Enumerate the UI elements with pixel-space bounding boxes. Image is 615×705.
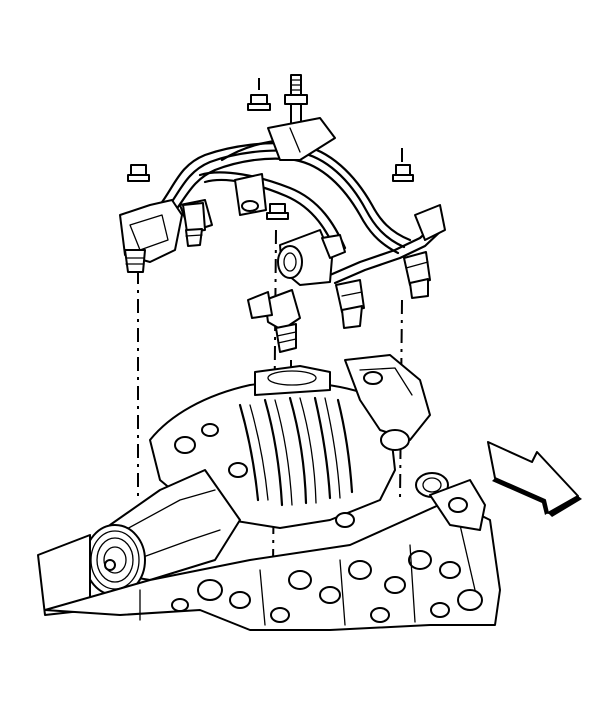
bolt-flange xyxy=(127,174,150,182)
bolt-head xyxy=(130,164,147,176)
fuel-rail-stud xyxy=(284,74,308,127)
bolt-flange xyxy=(266,212,289,220)
fuel-rail-bolt xyxy=(127,94,414,220)
fuel-pressure-regulator xyxy=(277,229,346,286)
bolt-head xyxy=(395,164,411,176)
bolt-flange xyxy=(247,103,271,111)
supercharger-pulley xyxy=(37,469,241,616)
stud-hex xyxy=(284,94,308,105)
right-fuel-rail-end xyxy=(414,204,446,241)
engine-cylinder-head xyxy=(44,479,501,631)
direction-arrow xyxy=(487,441,582,517)
rail-mount-bracket xyxy=(267,117,336,161)
bolt-head xyxy=(250,94,268,105)
bolt-head xyxy=(269,203,286,214)
fuel-injector xyxy=(124,202,431,353)
bolt-flange xyxy=(392,174,414,182)
